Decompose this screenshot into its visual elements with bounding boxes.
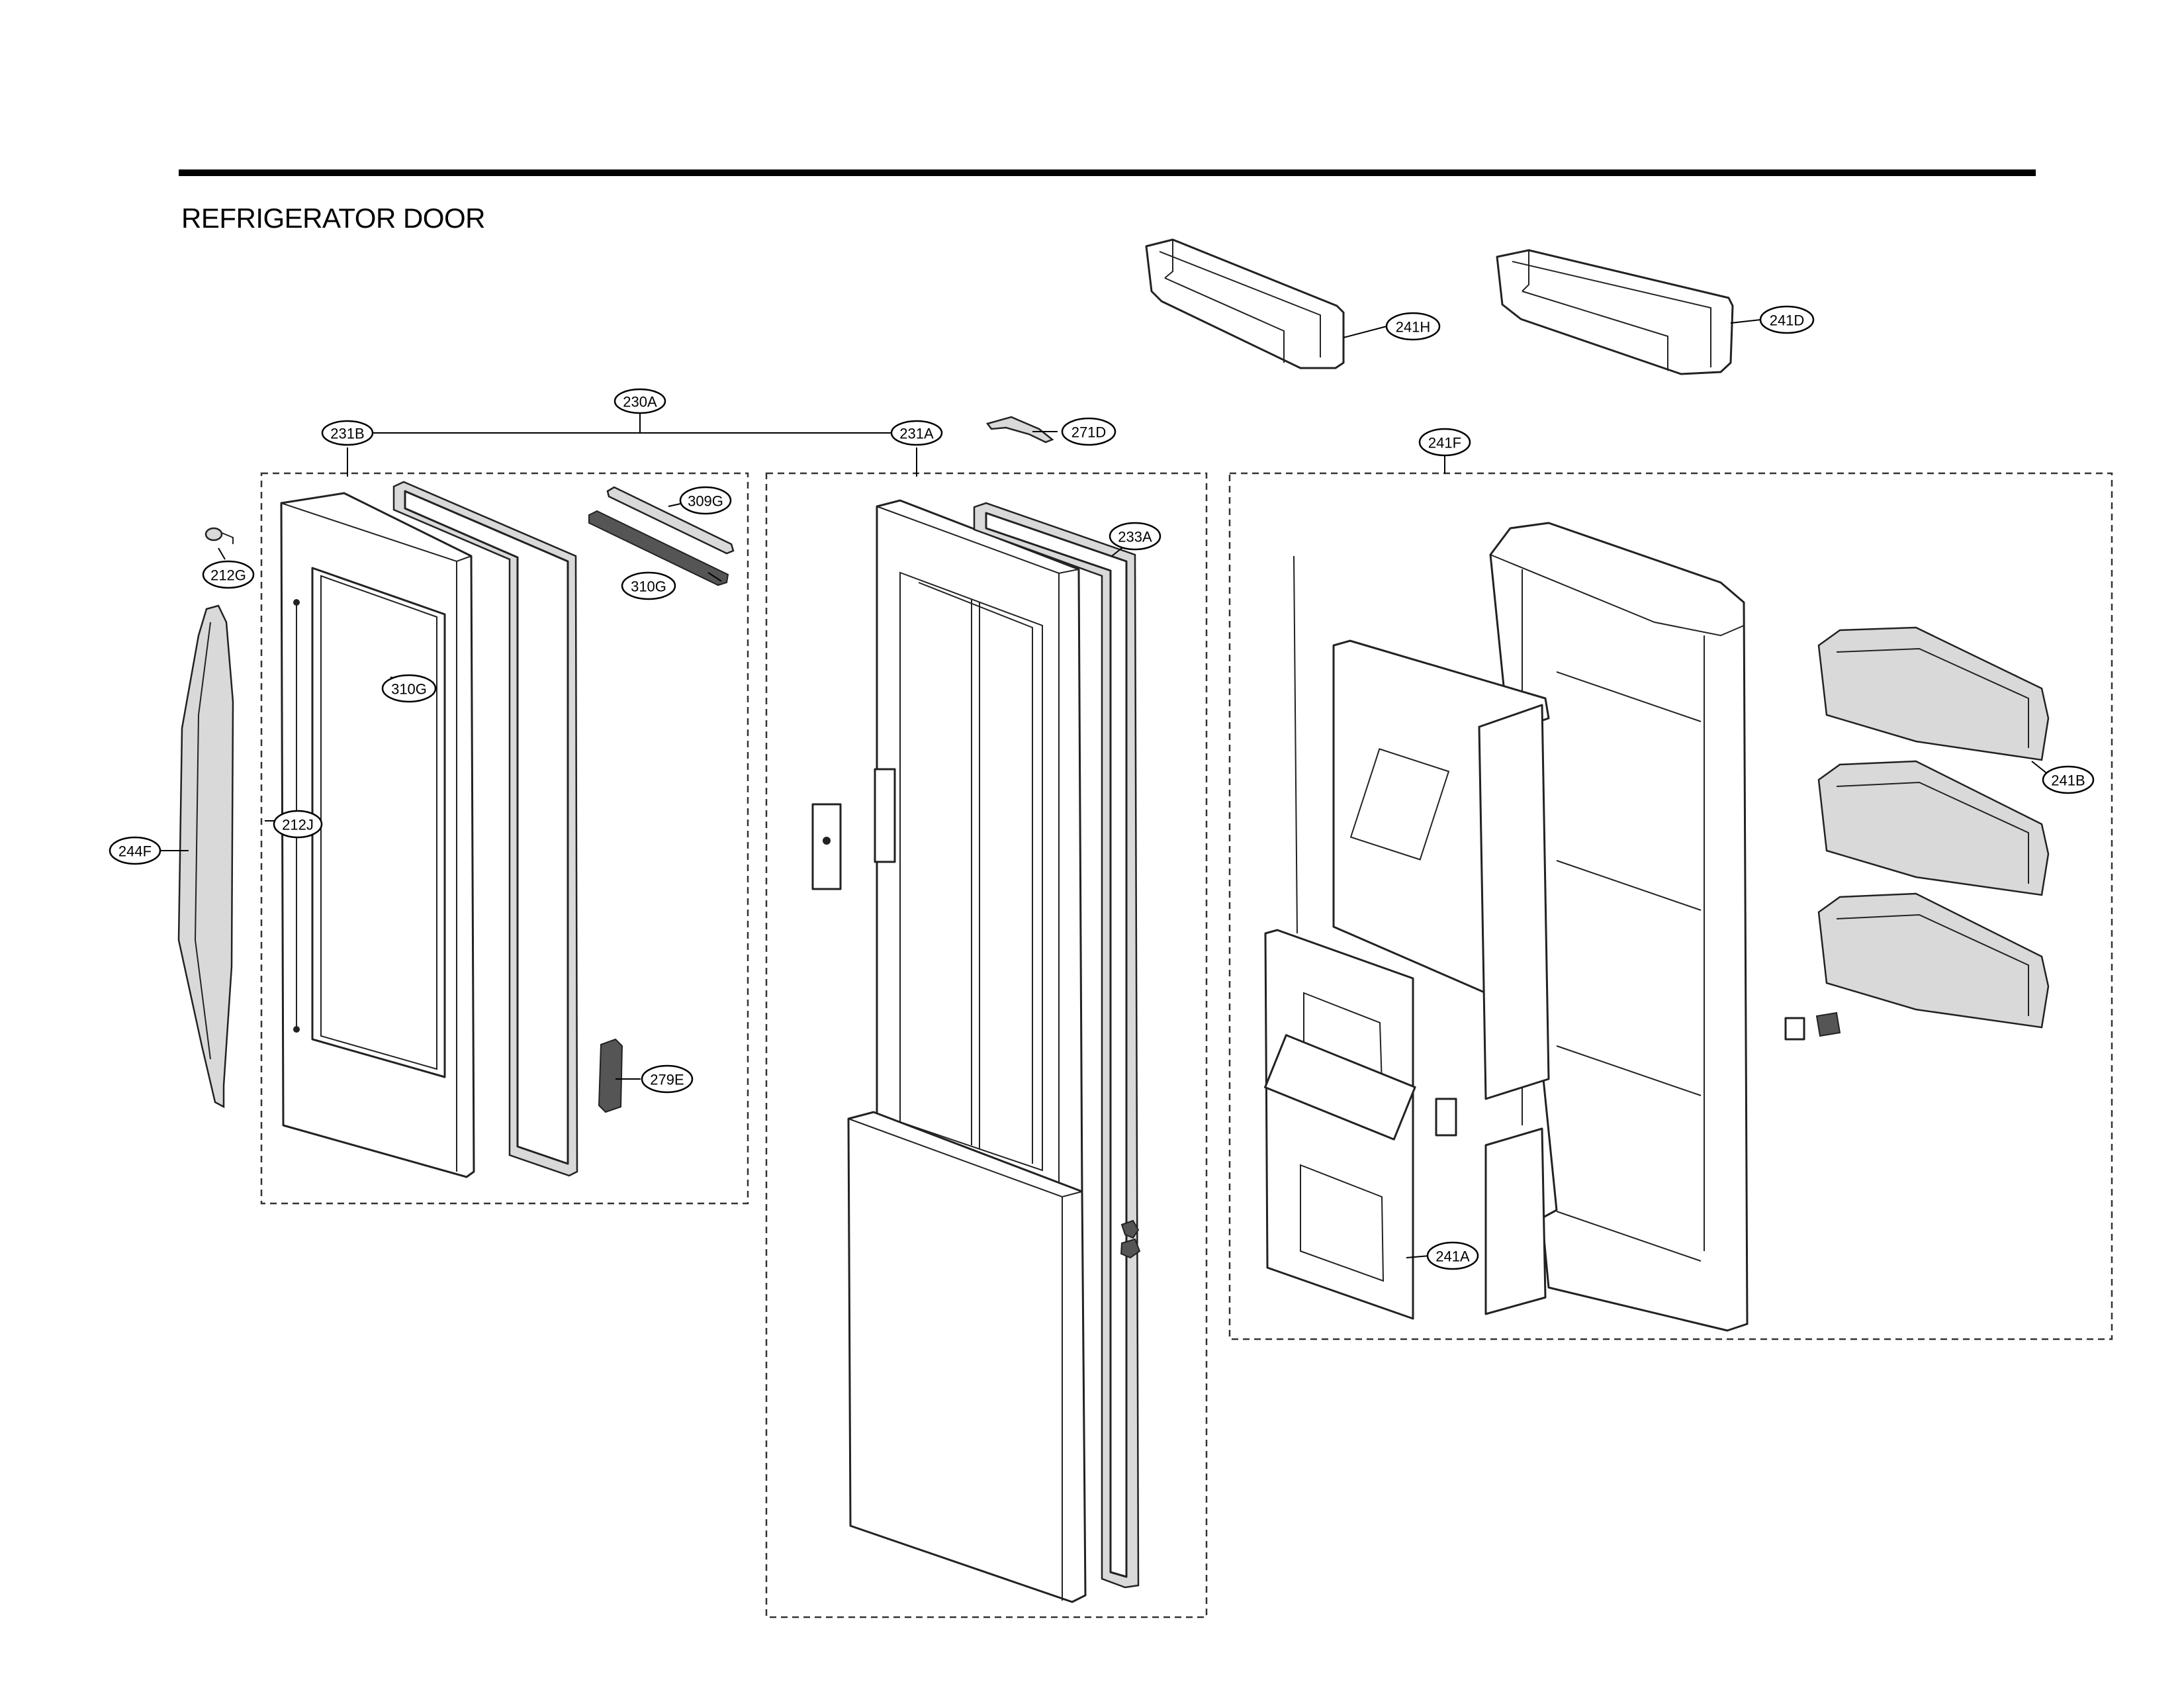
hinge-279E: [598, 1038, 623, 1113]
callout-241F: 241F: [1418, 428, 1471, 457]
callout-241D: 241D: [1759, 305, 1815, 334]
callout-310G-top-label: 310G: [631, 579, 666, 595]
dispenser-cover-lower: [1484, 1127, 1547, 1315]
door-bin-241D: [1496, 249, 1734, 375]
door-bin-241B-1: [1817, 626, 2050, 761]
header-rule: [179, 169, 2036, 176]
door-bin-241H: [1145, 238, 1345, 369]
handle-244F: [177, 604, 234, 1109]
door-bin-241B-3: [1817, 892, 2050, 1029]
callout-212G-label: 212G: [210, 567, 246, 584]
callout-244F-label: 244F: [118, 843, 152, 860]
small-clips: [1784, 1011, 1841, 1041]
callout-244F: 244F: [109, 836, 161, 865]
callout-233A: 233A: [1109, 522, 1161, 551]
callout-233A-label: 233A: [1118, 529, 1152, 545]
callout-230A: 230A: [614, 388, 666, 414]
callout-310G-mid: 310G: [381, 674, 437, 703]
right-door-group-box: [765, 472, 1208, 1618]
dispenser-cover-241A: [1264, 929, 1457, 1320]
right-door-gasket-233A: [973, 502, 1140, 1589]
callout-231A: 231A: [890, 420, 943, 446]
callout-241H-label: 241H: [1396, 319, 1431, 336]
callout-212J-label: 212J: [282, 817, 314, 833]
callout-279E: 279E: [641, 1064, 694, 1094]
callout-212J: 212J: [273, 810, 323, 839]
callout-231B-label: 231B: [330, 426, 364, 442]
page-title: REFRIGERATOR DOOR: [181, 203, 485, 234]
dispenser-cover-upper: [1332, 639, 1550, 1100]
callout-241F-label: 241F: [1428, 435, 1461, 451]
door-liner-241F: [1489, 522, 1749, 1332]
right-door-hinge-parts: [1120, 1219, 1141, 1259]
callout-241H: 241H: [1385, 312, 1441, 341]
callout-212G: 212G: [202, 560, 255, 589]
callout-271D: 271D: [1061, 417, 1116, 446]
door-bin-241B-2: [1817, 760, 2050, 896]
callout-231A-label: 231A: [899, 426, 934, 442]
callout-310G-mid-label: 310G: [391, 681, 427, 698]
left-door-gasket: [392, 481, 578, 1177]
strip-310G: [588, 510, 729, 586]
callout-279E-label: 279E: [650, 1072, 684, 1088]
callout-309G: 309G: [679, 486, 732, 515]
callout-271D-label: 271D: [1071, 424, 1107, 441]
callout-310G-top: 310G: [621, 571, 676, 600]
strip-309G: [606, 486, 735, 555]
door-liner-group-box: [1228, 472, 2113, 1340]
callout-231B: 231B: [321, 420, 374, 446]
clip-271D: [985, 416, 1054, 444]
callout-241D-label: 241D: [1770, 312, 1805, 329]
callout-241A: 241A: [1426, 1241, 1479, 1270]
callout-309G-label: 309G: [688, 493, 723, 510]
callout-241B: 241B: [2042, 765, 2095, 794]
callout-241A-label: 241A: [1435, 1248, 1470, 1265]
right-door-231A: [811, 499, 1083, 1201]
leader-lines: [159, 319, 2049, 1258]
door-liner-rod: [1293, 555, 1298, 934]
callout-241B-label: 241B: [2051, 773, 2085, 789]
right-door-lower-panel: [847, 1111, 1087, 1603]
cap-212G: [205, 527, 234, 544]
callout-230A-label: 230A: [623, 394, 657, 410]
